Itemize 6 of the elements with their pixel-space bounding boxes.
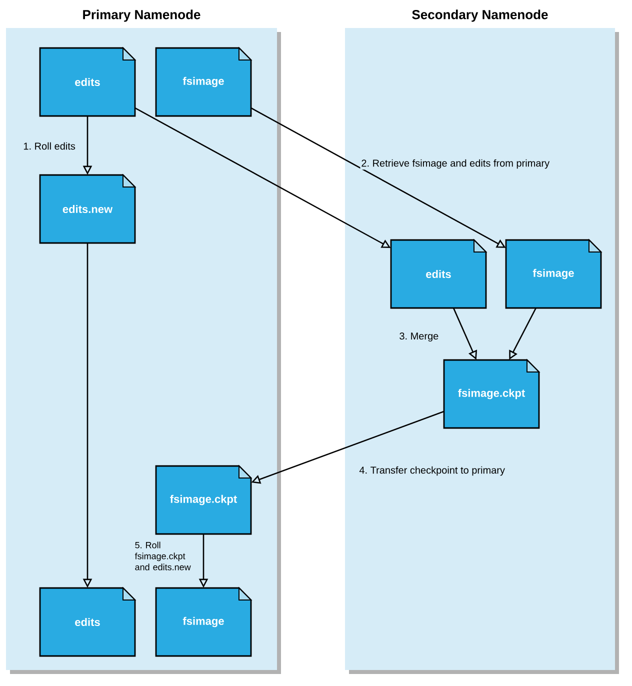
node-label: Primary Namenode [83,10,200,22]
edge-label: 4. Transfer checkpoint to primary [358,465,506,477]
edge-label: 3. Merge [398,331,440,343]
edge-label: 2. Retrieve fsimage and edits from primary [360,158,551,170]
edge-label: 5. Roll fsimage.ckpt and edits.new [134,540,198,572]
node-label: Secondary Namenode [412,10,548,22]
